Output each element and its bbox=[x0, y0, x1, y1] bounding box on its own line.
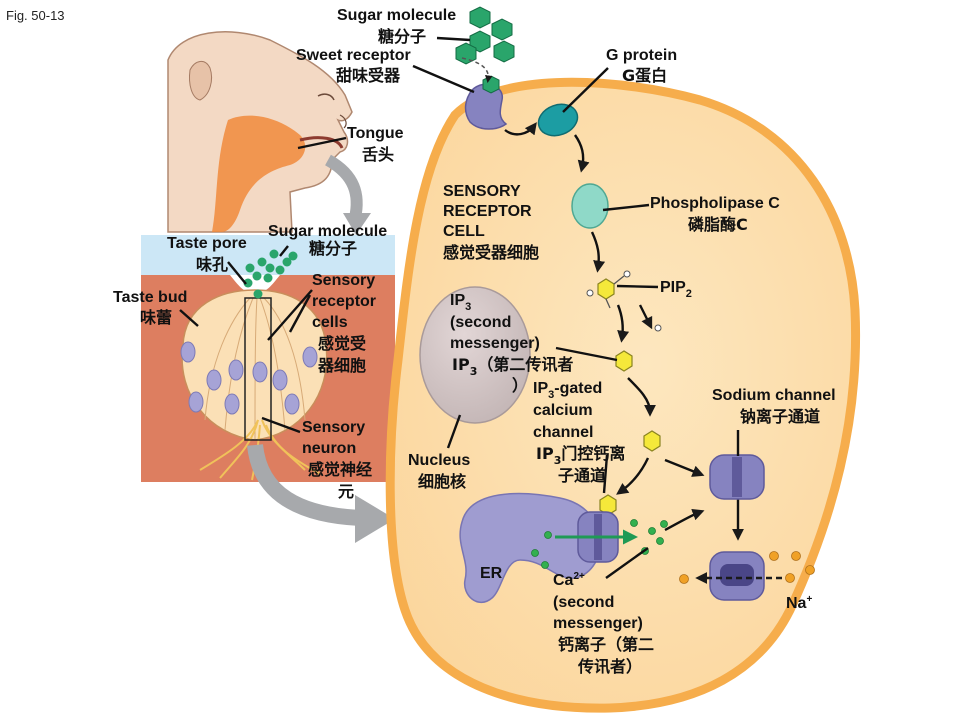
label-ip3-channel-zh1: IP3门控钙离 bbox=[536, 444, 625, 467]
label-sugar-top-en: Sugar molecule bbox=[337, 7, 456, 24]
label-nucleus-en: Nucleus bbox=[408, 452, 470, 469]
zoom-arrow-2-head bbox=[355, 495, 395, 543]
label-sensory-receptor-cells-zh1: 感觉受 bbox=[318, 334, 366, 353]
label-ip3-channel-en3: channel bbox=[533, 424, 593, 441]
label-taste-bud-en: Taste bud bbox=[113, 289, 187, 306]
label-sodium-channel-en: Sodium channel bbox=[712, 387, 836, 404]
sodium-channel-lower bbox=[709, 551, 765, 601]
label-sensory-cell-en1: SENSORY bbox=[443, 183, 521, 200]
label-sugar-top-zh: 糖分子 bbox=[378, 27, 426, 46]
sweet-receptor bbox=[464, 75, 508, 130]
ip3-molecule bbox=[599, 350, 661, 516]
label-na: Na+ bbox=[786, 594, 812, 612]
label-er: ER bbox=[480, 565, 503, 582]
zoom-arrow-1-head bbox=[343, 213, 371, 235]
endoplasmic-reticulum bbox=[459, 492, 601, 604]
label-ip3-channel-zh2: 子通道 bbox=[558, 466, 606, 485]
label-ca-en1: Ca2+ bbox=[553, 571, 585, 589]
label-ca-en2: (second bbox=[553, 594, 614, 611]
label-ca-zh1: 钙离子（第二 bbox=[558, 635, 654, 654]
label-sweet-receptor-en: Sweet receptor bbox=[296, 47, 411, 64]
label-pip2: PIP2 bbox=[660, 279, 692, 300]
label-taste-pore-zh: 味孔 bbox=[196, 255, 228, 274]
label-ip3-zh: IP3（第二传讯者 bbox=[452, 355, 573, 378]
label-sensory-cell-zh: 感觉受器细胞 bbox=[443, 243, 539, 262]
label-sensory-neuron-en1: Sensory bbox=[302, 419, 365, 436]
label-tongue-en: Tongue bbox=[347, 125, 404, 142]
head-illustration bbox=[167, 31, 353, 233]
arrow-pip2-to-ip3 bbox=[616, 304, 630, 343]
label-plc-en: Phospholipase C bbox=[650, 195, 780, 212]
label-sensory-neuron-zh2: 元 bbox=[338, 482, 354, 501]
arrow-ip3-1 bbox=[627, 377, 656, 417]
binding-arrow bbox=[461, 57, 493, 83]
arrow-plc-to-pip2 bbox=[590, 231, 606, 273]
label-ip3-zh-close: ） bbox=[512, 376, 528, 395]
label-ca-zh2: 传讯者） bbox=[577, 657, 642, 676]
zoom-arrow-2 bbox=[247, 443, 361, 526]
arrow-receptor-to-gprotein bbox=[504, 122, 537, 136]
label-sensory-receptor-cells-en2: receptor bbox=[312, 293, 376, 310]
label-taste-pore-en: Taste pore bbox=[167, 235, 247, 252]
g-protein bbox=[537, 103, 579, 137]
arrow-gprotein-to-plc bbox=[574, 134, 590, 173]
arrow-dag bbox=[638, 304, 653, 330]
arrow-ca-to-sodium bbox=[664, 508, 705, 532]
label-sensory-receptor-cells-en3: cells bbox=[312, 314, 348, 331]
calcium-ions bbox=[531, 519, 668, 569]
label-nucleus-zh: 细胞核 bbox=[418, 472, 466, 491]
label-sodium-channel-zh: 钠离子通道 bbox=[740, 407, 820, 426]
receptor-cell-nuclei bbox=[180, 341, 318, 415]
label-ip3-channel-en2: calcium bbox=[533, 402, 593, 419]
label-ip3-channel-en1: IP3-gated bbox=[533, 380, 602, 401]
label-sensory-receptor-cells-en1: Sensory bbox=[312, 272, 375, 289]
label-sensory-neuron-zh1: 感觉神经 bbox=[308, 460, 372, 479]
label-sugar-mid-en: Sugar molecule bbox=[268, 223, 387, 240]
label-taste-bud-zh: 味蕾 bbox=[140, 308, 172, 327]
sodium-ions bbox=[679, 551, 815, 584]
label-sensory-receptor-cells-zh2: 器细胞 bbox=[317, 356, 366, 375]
sodium-channel-upper bbox=[709, 454, 765, 500]
sugar-molecules-top bbox=[455, 6, 515, 65]
label-sensory-cell-en2: RECEPTOR bbox=[443, 203, 532, 220]
figure-number: Fig. 50-13 bbox=[6, 8, 65, 23]
zoom-arrow-1 bbox=[324, 154, 363, 220]
nucleus bbox=[419, 286, 531, 424]
label-ip3-en2: (second bbox=[450, 314, 511, 331]
label-sweet-receptor-zh: 甜味受器 bbox=[336, 66, 401, 85]
label-g-protein-zh: G蛋白 bbox=[622, 66, 667, 85]
pip2-molecule bbox=[586, 270, 631, 309]
label-ip3-en3: messenger) bbox=[450, 335, 540, 352]
arrow-ip3-to-sodium bbox=[664, 458, 705, 477]
sensory-neuron-fibers bbox=[199, 419, 321, 481]
label-sensory-cell-en3: CELL bbox=[443, 223, 485, 240]
label-sugar-mid-zh: 糖分子 bbox=[309, 239, 357, 258]
label-sensory-neuron-en2: neuron bbox=[302, 440, 356, 457]
leader-lines bbox=[179, 36, 740, 579]
label-plc-zh: 磷脂酶C bbox=[688, 215, 748, 234]
phospholipase-c bbox=[571, 183, 609, 229]
taste-bud-panel bbox=[141, 235, 395, 482]
dag-fragment bbox=[654, 324, 662, 332]
label-tongue-zh: 舌头 bbox=[362, 145, 394, 164]
label-ca-en3: messenger) bbox=[553, 615, 643, 632]
taste-pore-sugars bbox=[243, 249, 298, 299]
arrow-ip3-to-channel bbox=[616, 457, 650, 495]
label-g-protein-en: G protein bbox=[606, 47, 677, 64]
label-ip3-en1: IP3 bbox=[450, 292, 471, 313]
